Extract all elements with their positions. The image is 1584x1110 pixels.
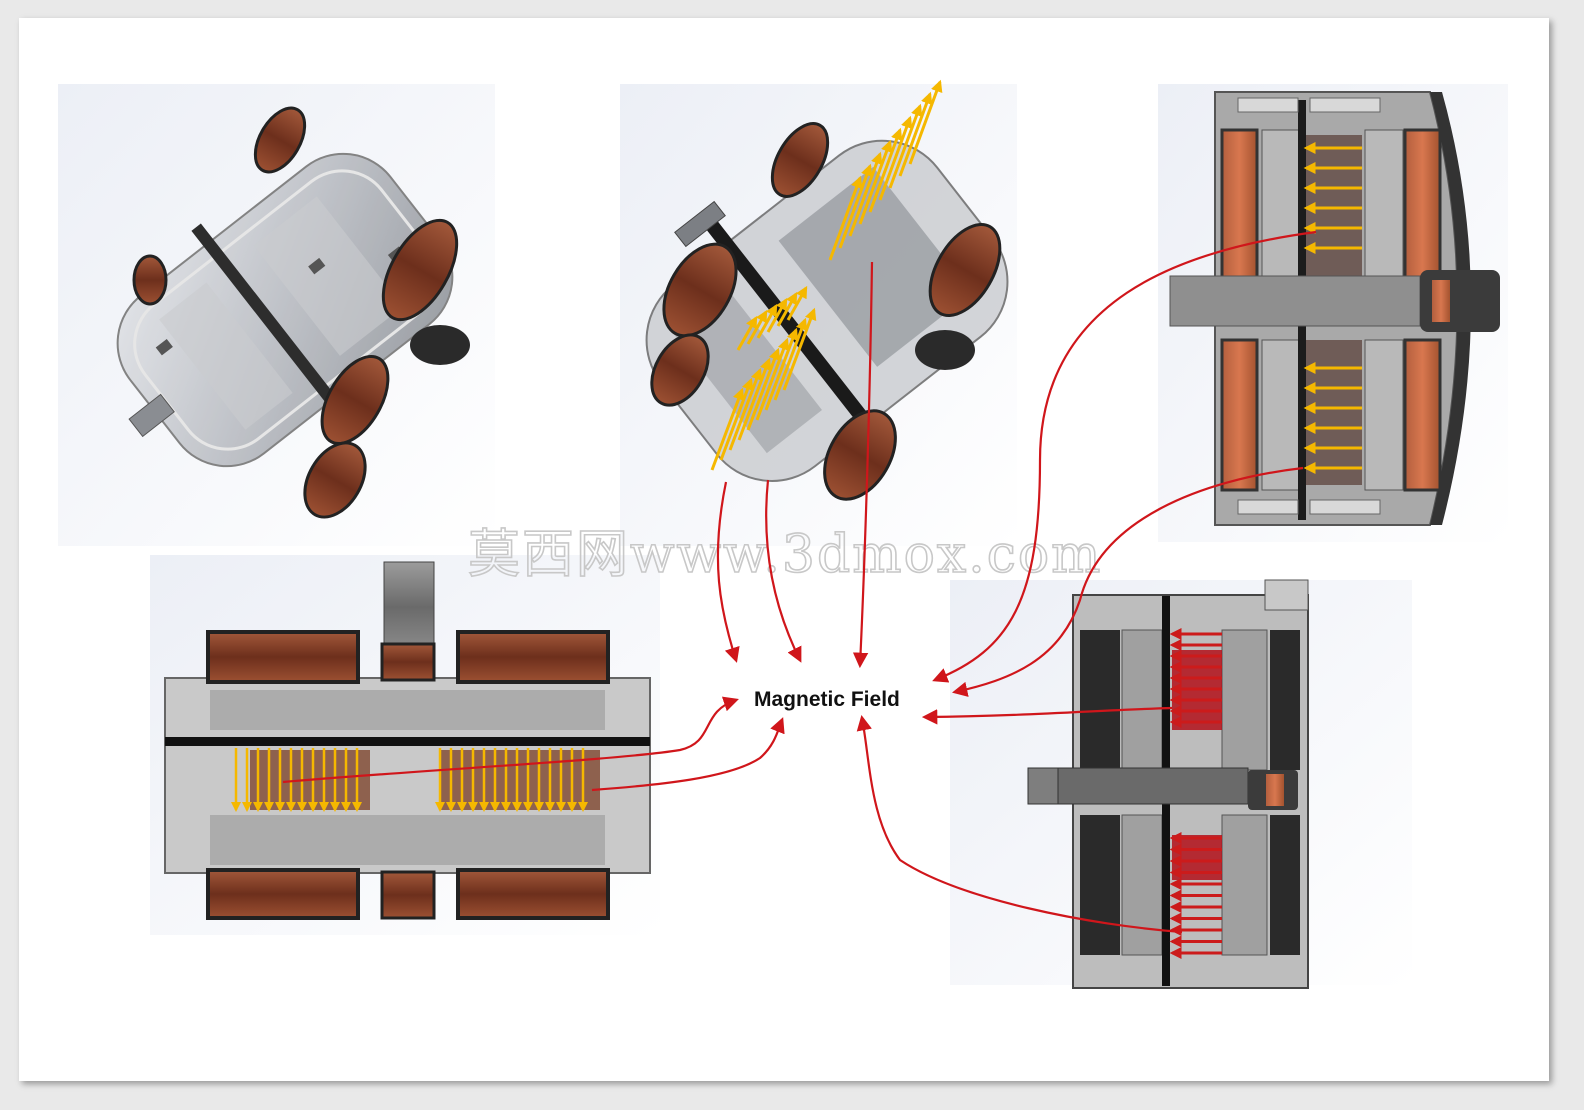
field-arrow [828,175,863,261]
field-arrows-bottom-right-section [1169,628,1222,959]
field-arrow [736,315,758,351]
field-arrow [746,347,781,431]
pointer-arrow-bottom-right-1 [921,706,1173,725]
pointer-arrow-iso-3 [852,261,874,669]
field-arrow [755,337,790,421]
field-arrow [728,367,763,451]
pointer-arrows [282,230,1317,934]
field-arrow [766,297,788,333]
field-arrow [782,307,817,391]
panel-iso-transparent [58,84,495,546]
watermark-text: 莫西网www.3dmox.com [468,525,1102,585]
field-arrows-right-section [1303,142,1362,474]
field-arrow [737,357,772,441]
field-arrow [719,377,754,461]
field-arrow [868,127,903,213]
field-arrow [773,317,808,401]
pointer-arrow-iso-2 [765,479,802,663]
field-arrow [786,285,808,321]
field-arrow [908,79,943,165]
field-arrow [848,151,883,237]
field-arrow [858,139,893,225]
panel-section-bottom-right [950,579,1412,989]
field-arrows-iso [710,79,943,471]
field-arrow [746,309,768,345]
pointer-arrow-front-1 [282,696,739,784]
pointer-arrow-right-2 [951,466,1304,697]
field-arrow [888,103,923,189]
pointer-arrow-front-2 [591,717,785,792]
pointer-arrow-iso-1 [716,481,740,663]
coil-group-right [132,106,470,519]
field-arrow [776,291,798,327]
field-arrow [764,327,799,411]
panel-iso-cutaway [620,79,1017,546]
field-arrow [756,303,778,339]
pointer-arrow-right-1 [932,230,1317,683]
field-arrow [898,91,933,177]
panel-section-bottom-left [150,555,660,935]
field-arrow [838,163,873,249]
magnetic-field-label: Magnetic Field [754,688,900,711]
field-arrows-front-section [231,748,588,812]
field-arrow [710,387,745,471]
pointer-arrow-bottom-right-2 [856,714,1183,934]
field-arrow [878,115,913,201]
panel-section-right [1158,84,1508,542]
